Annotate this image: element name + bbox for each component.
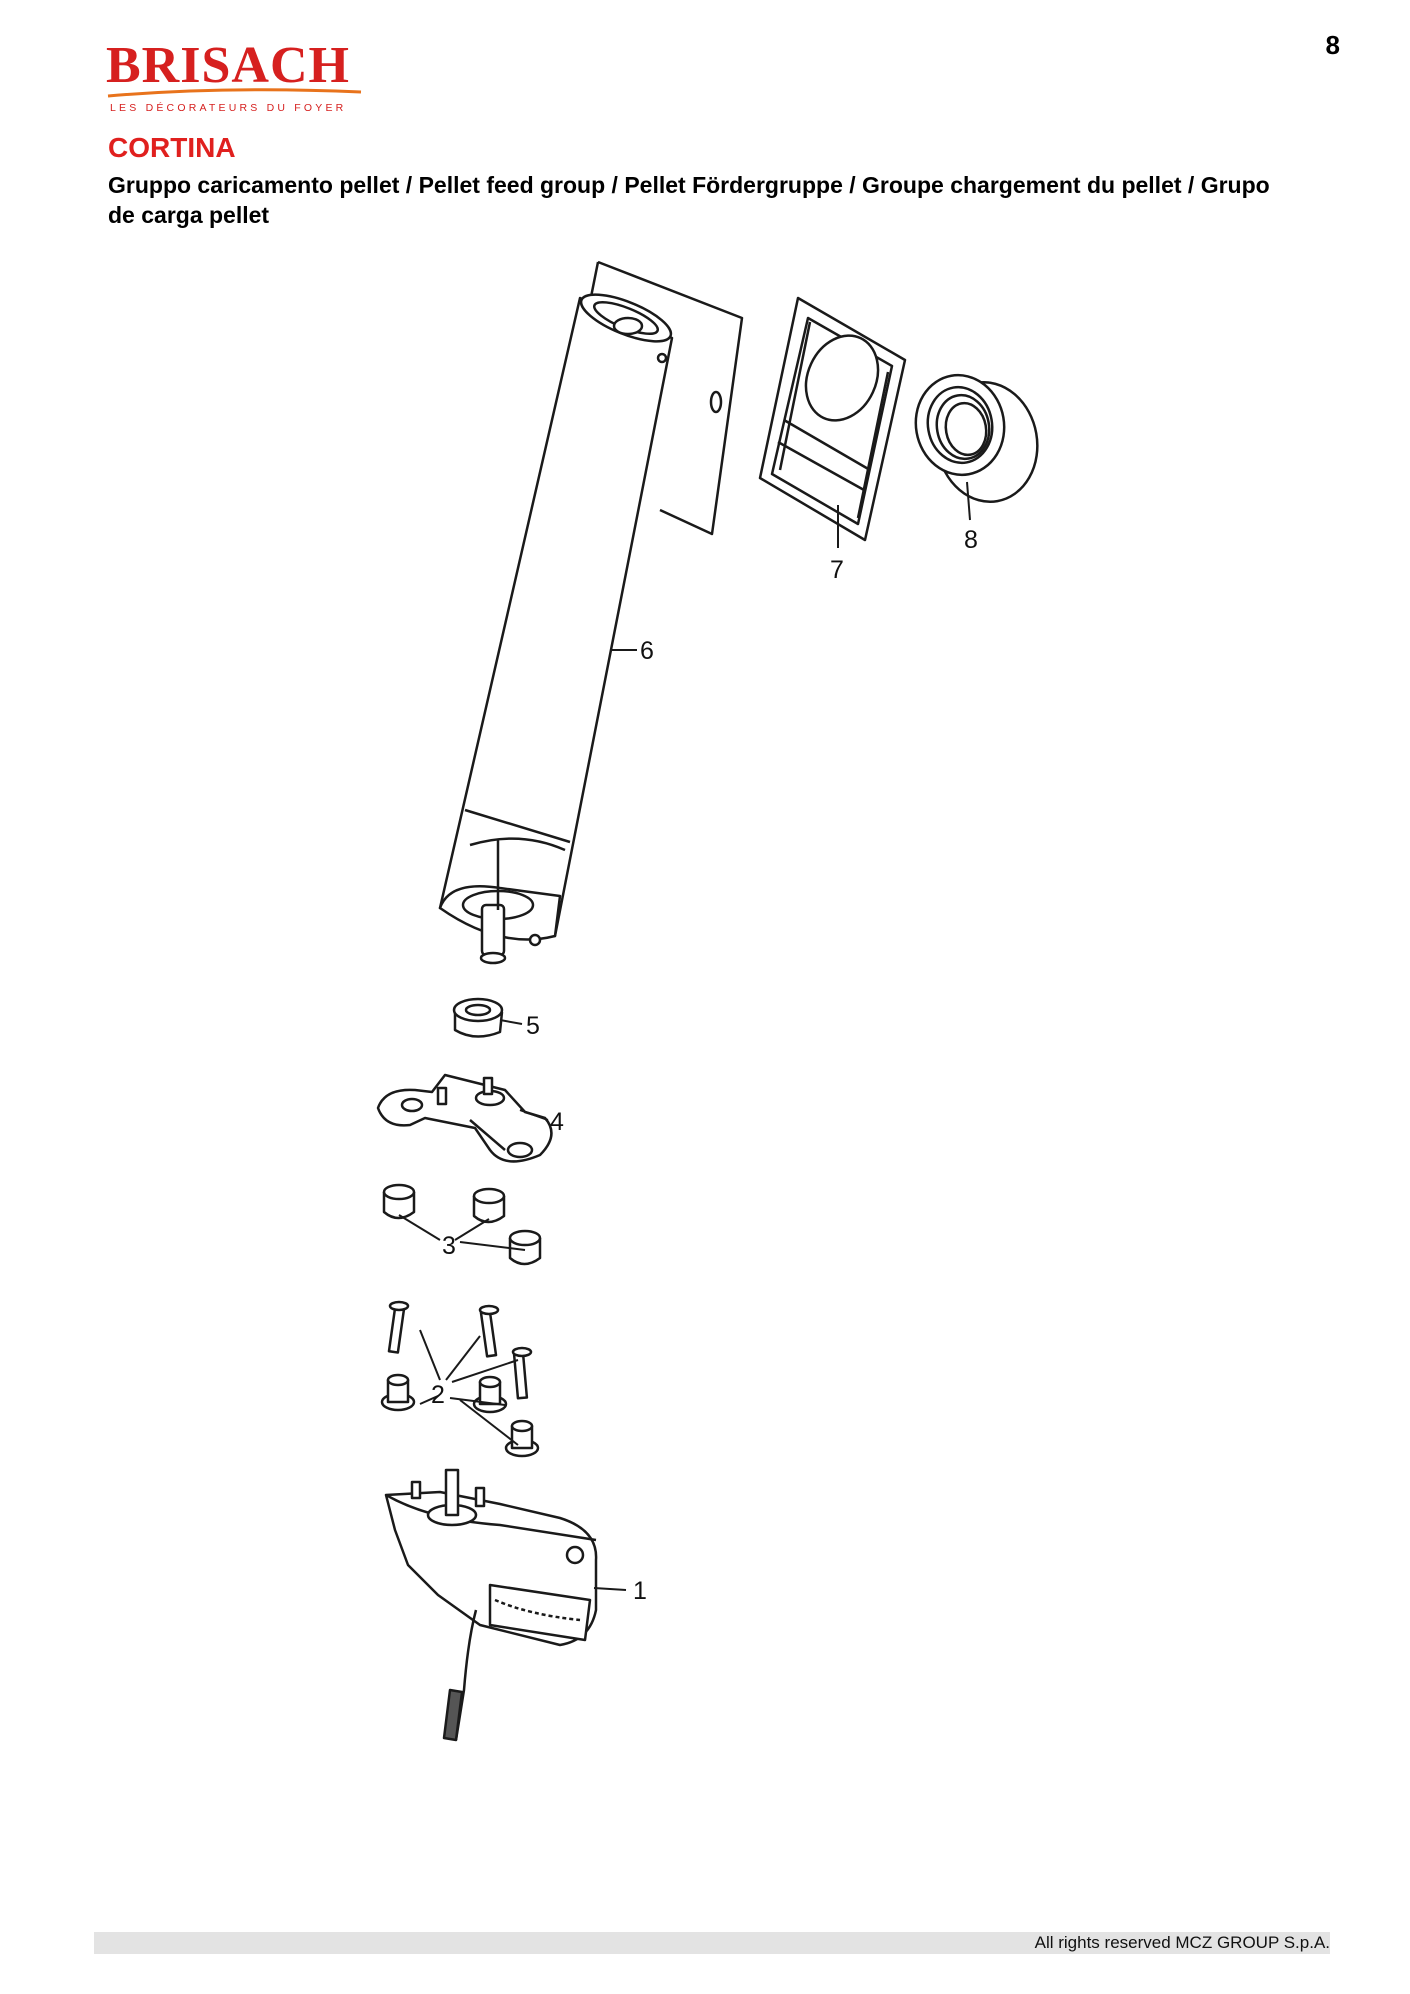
- logo-swoosh-icon: [107, 88, 362, 98]
- logo-wordmark: BRISACH: [106, 37, 350, 94]
- callout-2: 2: [431, 1381, 445, 1409]
- logo-tagline: LES DÉCORATEURS DU FOYER: [110, 102, 347, 114]
- part-4-bracket: [376, 1073, 553, 1163]
- callout-7: 7: [830, 556, 844, 584]
- callout-6: 6: [640, 637, 654, 665]
- footer-copyright: All rights reserved MCZ GROUP S.p.A.: [1034, 1933, 1330, 1952]
- part-3-rubber-feet: [382, 1183, 542, 1266]
- part-8-threaded-ring: [914, 373, 1039, 503]
- callout-8: 8: [964, 526, 978, 554]
- part-2-screws-grommets: [380, 1300, 540, 1458]
- callout-4: 4: [550, 1108, 564, 1136]
- section-subtitle: Gruppo caricamento pellet / Pellet feed …: [108, 172, 1270, 228]
- part-6-auger-tube: [438, 293, 674, 965]
- page-number: 8: [1325, 30, 1340, 60]
- callout-1: 1: [633, 1577, 647, 1605]
- callout-5: 5: [526, 1012, 540, 1040]
- part-1-gear-motor: [384, 1468, 598, 1742]
- leader-lines: [398, 481, 971, 1591]
- part-5-bushing: [452, 997, 504, 1038]
- part-7-gasket-frame: [758, 296, 907, 542]
- product-title: CORTINA: [108, 132, 236, 163]
- footer-bar: [94, 1932, 1330, 1954]
- callout-3: 3: [442, 1232, 456, 1260]
- brisach-logo: BRISACH LES DÉCORATEURS DU FOYER: [106, 38, 366, 118]
